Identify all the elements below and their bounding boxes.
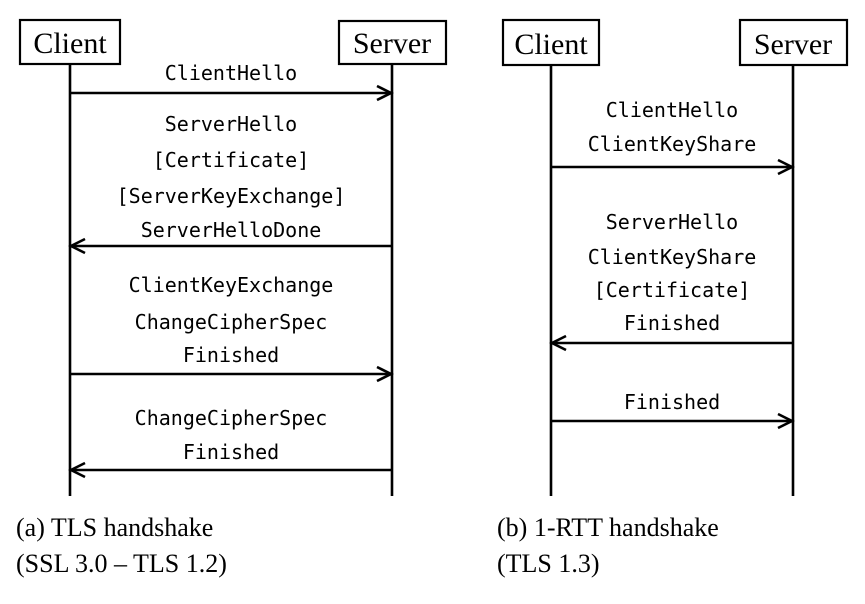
message-label: ServerHelloDone: [141, 218, 322, 242]
message-label: ClientKeyExchange: [129, 273, 334, 297]
arrowhead-right-icon: [777, 412, 795, 430]
message-label: Finished: [624, 311, 720, 335]
message-label: [ServerKeyExchange]: [117, 184, 346, 208]
message-label: ClientKeyShare: [588, 245, 757, 269]
caption-b-line-2: (TLS 1.3): [497, 549, 600, 578]
message-label: Finished: [624, 390, 720, 414]
message-label: ServerHello: [165, 112, 297, 136]
caption-a-line-2: (SSL 3.0 – TLS 1.2): [16, 549, 227, 578]
sequence-diagrams-canvas: Client Server ClientHello ServerHello [C…: [18, 18, 849, 496]
panel-a-tls-handshake: Client Server ClientHello ServerHello [C…: [18, 18, 448, 496]
message-label: [Certificate]: [594, 278, 751, 302]
message-label: ClientHello: [165, 61, 297, 85]
actor-label-server: Server: [353, 27, 431, 60]
message-label: ClientKeyShare: [588, 132, 757, 156]
arrowhead-right-icon: [376, 84, 394, 102]
message-label: Finished: [183, 343, 279, 367]
message-label: Finished: [183, 440, 279, 464]
message-label: ClientHello: [606, 98, 738, 122]
actor-label-client: Client: [33, 27, 107, 60]
message-label: ServerHello: [606, 210, 738, 234]
arrowhead-left-icon: [68, 461, 86, 479]
arrowhead-right-icon: [376, 365, 394, 383]
caption-panel-a: (a) TLS handshake (SSL 3.0 – TLS 1.2): [16, 510, 227, 582]
caption-panel-b: (b) 1-RTT handshake (TLS 1.3): [497, 510, 719, 582]
arrowhead-right-icon: [777, 158, 795, 176]
arrowhead-left-icon: [549, 334, 567, 352]
message-label: ChangeCipherSpec: [135, 406, 328, 430]
caption-b-line-1: (b) 1-RTT handshake: [497, 513, 719, 542]
arrowhead-left-icon: [68, 237, 86, 255]
actor-label-server: Server: [754, 28, 832, 61]
message-label: ChangeCipherSpec: [135, 310, 328, 334]
panel-b-1rtt-handshake: Client Server ClientHello ClientKeyShare…: [501, 18, 849, 496]
message-label: [Certificate]: [153, 148, 310, 172]
actor-label-client: Client: [514, 28, 588, 61]
caption-a-line-1: (a) TLS handshake: [16, 513, 214, 542]
